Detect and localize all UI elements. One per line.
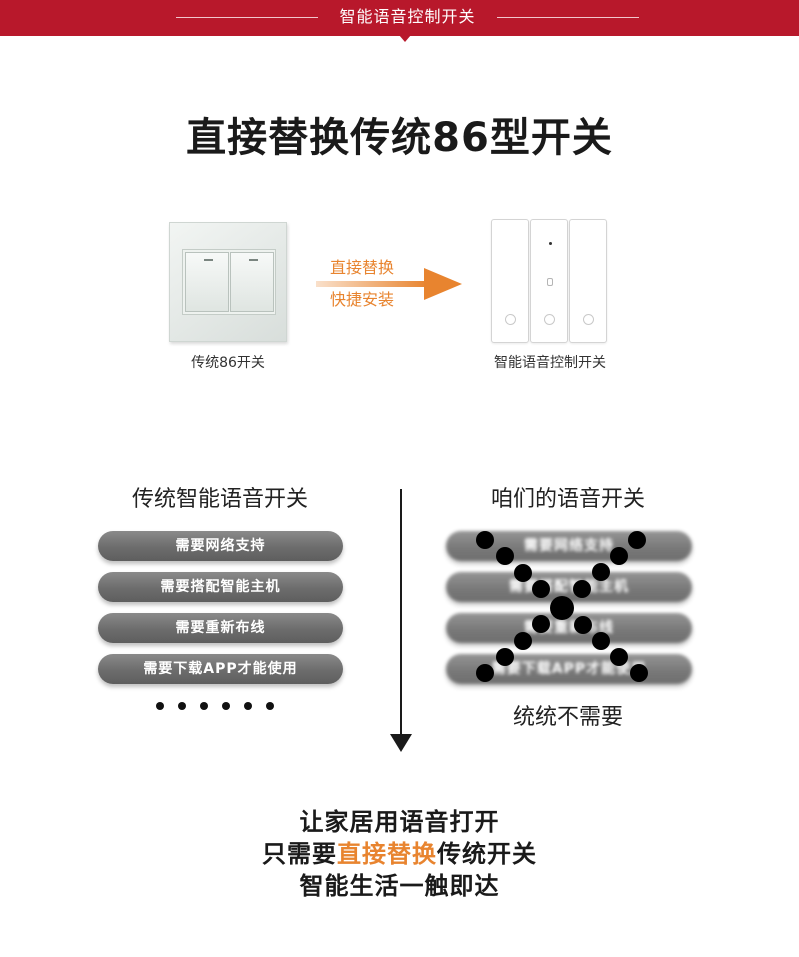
our-column-title: 咱们的语音开关 <box>490 487 645 512</box>
banner-divider-left <box>176 17 318 18</box>
switch-key-left <box>185 252 229 312</box>
main-title: 直接替换传统86型开关 <box>186 115 613 161</box>
slogan-highlight: 直接替换 <box>337 840 437 868</box>
traditional-switch-image <box>169 222 287 342</box>
banner-divider-right <box>497 17 639 18</box>
indicator-dot-icon <box>549 242 552 245</box>
requirement-pill: 需要网络支持 <box>98 531 343 561</box>
arrow-right-icon <box>316 281 428 287</box>
arrow-head-icon <box>424 268 462 300</box>
slogan-prefix: 只需要 <box>262 840 337 868</box>
requirement-pill: 需要搭配智能主机 <box>98 572 343 602</box>
header-banner: 智能语音控制开关 <box>0 0 799 36</box>
slogan-line-3: 智能生活一触即达 <box>299 872 500 900</box>
slogan-line-2: 只需要直接替换传统开关 <box>0 838 799 870</box>
banner-title: 智能语音控制开关 <box>339 7 476 26</box>
arrow-down-icon <box>390 734 412 752</box>
requirement-pill: 需要下载APP才能使用 <box>98 654 343 684</box>
touch-ring-icon <box>505 314 516 325</box>
switch-key-right <box>230 252 274 312</box>
verdict-text: 统统不需要 <box>512 705 623 730</box>
slogan-line-1: 让家居用语音打开 <box>299 808 500 836</box>
smart-switch-image <box>491 219 608 343</box>
arrow-label-install: 快捷安装 <box>329 290 394 309</box>
smart-switch-caption: 智能语音控制开关 <box>494 355 606 371</box>
microphone-icon <box>547 278 553 286</box>
traditional-column-title: 传统智能语音开关 <box>131 487 308 512</box>
smart-switch-panel-right <box>569 219 607 343</box>
ellipsis-dots-icon <box>150 697 290 717</box>
arrow-label-replace: 直接替换 <box>329 258 394 277</box>
slogan-suffix: 传统开关 <box>437 840 537 868</box>
switch-plate <box>182 249 276 315</box>
banner-notch-icon <box>399 35 411 42</box>
touch-ring-icon <box>583 314 594 325</box>
touch-ring-icon <box>544 314 555 325</box>
smart-switch-panel-left <box>491 219 529 343</box>
vertical-divider <box>400 489 402 737</box>
smart-switch-panel-middle <box>530 219 568 343</box>
traditional-switch-caption: 传统86开关 <box>191 355 265 371</box>
requirement-pill: 需要重新布线 <box>98 613 343 643</box>
